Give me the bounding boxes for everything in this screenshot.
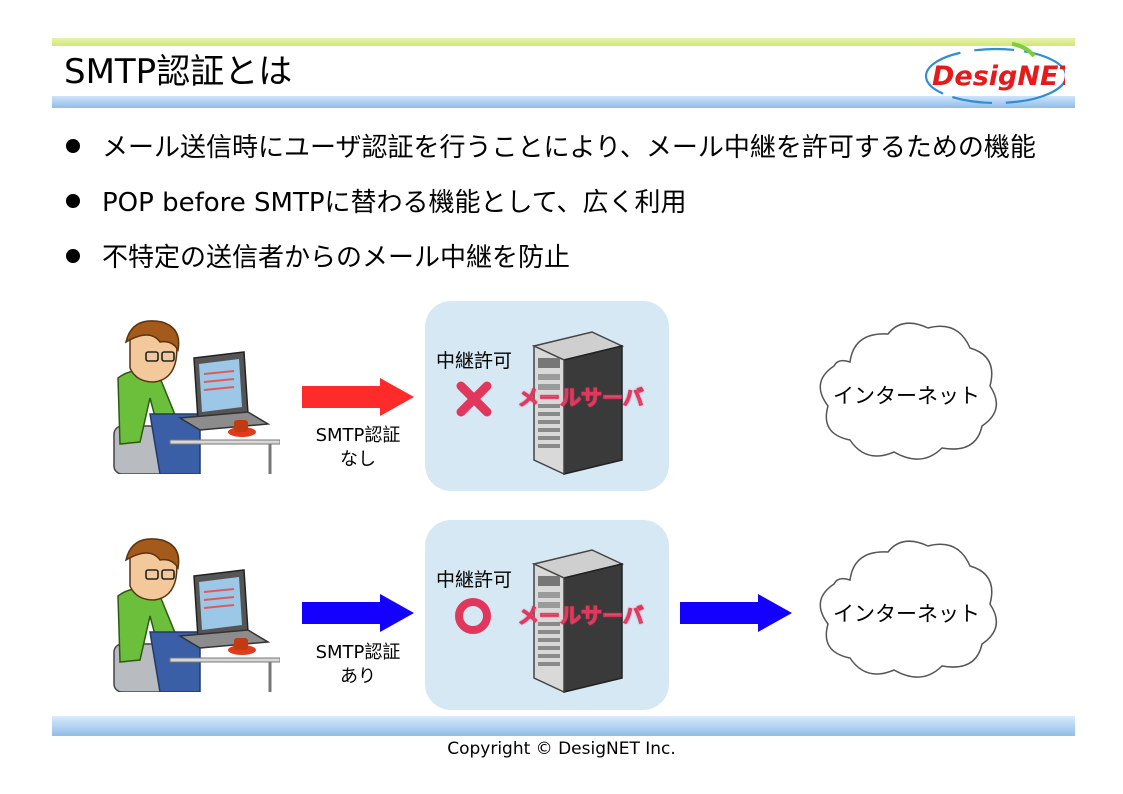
smtp-auth-label: SMTP認証 なし <box>315 425 401 470</box>
mail-server-label: メールサーバ <box>518 386 645 411</box>
internet-cloud-icon <box>819 322 998 460</box>
smtp-auth-label: SMTP認証 あり <box>315 642 401 687</box>
internet-cloud-icon <box>819 540 998 678</box>
mail-server-label: メールサーバ <box>518 604 645 629</box>
internet-label: インターネット <box>833 602 980 626</box>
mail-server-icon <box>531 331 625 476</box>
svg-text:DesigNET: DesigNET <box>932 61 1065 92</box>
cross-icon <box>456 381 492 417</box>
user-at-laptop-icon <box>113 320 280 474</box>
deny-arrow <box>302 378 414 416</box>
bullet-item: メール送信時にユーザ認証を行うことにより、メール中継を許可するための機能 <box>66 118 1036 173</box>
bullet-dot-icon <box>66 138 80 153</box>
relay-permission-label: 中継許可 <box>436 569 513 591</box>
bullet-dot-icon <box>66 193 80 208</box>
mail-server-icon <box>531 549 625 694</box>
header-top-bar <box>52 38 1075 46</box>
user-at-laptop-icon <box>113 538 280 692</box>
copyright-text: Copyright © DesigNET Inc. <box>447 739 676 759</box>
footer-bar <box>52 716 1075 736</box>
bullet-dot-icon <box>66 248 80 263</box>
circle-ok-icon <box>455 598 491 634</box>
title-underline-bar <box>52 96 1075 108</box>
relay-permission-label: 中継許可 <box>436 350 513 372</box>
internet-label: インターネット <box>833 384 980 408</box>
designet-logo: DesigNET <box>924 42 1065 105</box>
slide-title: SMTP認証とは <box>64 52 293 92</box>
relay-arrow <box>680 594 792 632</box>
bullet-item: POP before SMTPに替わる機能として、広く利用 <box>66 173 1036 228</box>
allow-arrow <box>302 594 414 632</box>
bullet-list: メール送信時にユーザ認証を行うことにより、メール中継を許可するための機能 POP… <box>66 118 1036 283</box>
bullet-item: 不特定の送信者からのメール中継を防止 <box>66 228 1036 283</box>
